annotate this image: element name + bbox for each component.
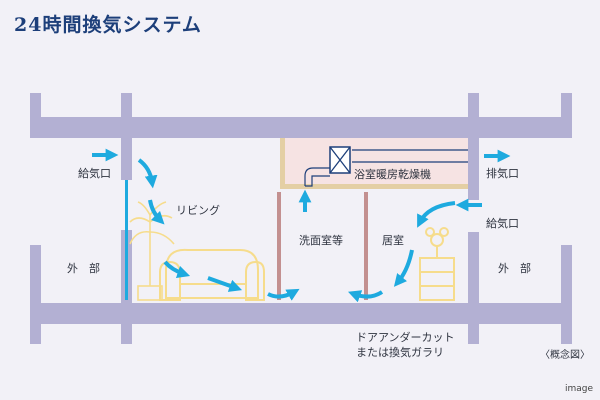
arrow-bedroom-down xyxy=(393,249,414,287)
bedroom-partition xyxy=(364,192,368,300)
arrow-undercut-washroom xyxy=(267,288,300,301)
bedroom-label: 居室 xyxy=(382,234,404,247)
arrow-living-down-1 xyxy=(137,158,158,189)
arrow-living-floor xyxy=(207,276,243,292)
caption-line-1: ドアアンダーカット xyxy=(356,331,455,344)
left-wall-base xyxy=(30,324,41,344)
inner-wall-left-top xyxy=(121,93,132,117)
arrow-bedroom-curve xyxy=(417,201,456,228)
bath-dryer-unit-cross xyxy=(329,146,351,174)
duct-space-floor-beam xyxy=(282,184,468,189)
concept-diagram-note: 〈概念図〉 xyxy=(540,350,590,361)
living-room-label: リビング xyxy=(176,204,220,217)
potted-palm xyxy=(129,201,175,301)
right-wall-base xyxy=(561,324,572,344)
floor-band xyxy=(30,303,572,324)
window-glass xyxy=(125,180,128,300)
inner-wall-left-vent-block xyxy=(121,138,132,180)
arrow-living-down-2 xyxy=(148,199,165,225)
image-credit: image xyxy=(565,384,594,394)
washroom-label: 洗面室等 xyxy=(299,234,343,247)
inner-wall-right-upper xyxy=(468,138,479,200)
right-wall-bottom xyxy=(561,245,572,303)
exhaust-duct xyxy=(304,149,468,187)
arrow-living-under-sofa xyxy=(163,260,191,279)
exhaust-vent-label: 排気口 xyxy=(486,167,519,180)
washroom-partition xyxy=(277,192,281,300)
airflow-arrows xyxy=(92,148,511,303)
supply-vent-right-label: 給気口 xyxy=(486,217,519,230)
outside-left-label: 外 部 xyxy=(67,262,100,275)
inner-wall-right-top xyxy=(468,93,479,117)
arrow-undercut-bedroom xyxy=(348,290,384,303)
inner-wall-left-base xyxy=(121,324,132,344)
diagram-title: 24時間換気システム xyxy=(14,14,202,36)
duct-space-side-beam xyxy=(280,138,285,189)
inner-wall-right-base xyxy=(468,324,479,344)
bath-dryer-label: 浴室暖房乾燥機 xyxy=(354,168,431,181)
caption-line-2: または換気ガラリ xyxy=(356,346,444,359)
door-undercut-caption: ドアアンダーカット または換気ガラリ xyxy=(356,330,455,360)
sofa xyxy=(159,248,265,301)
left-wall-top xyxy=(30,93,41,117)
side-table-with-lamp xyxy=(419,227,455,301)
ceiling-band xyxy=(30,117,572,138)
supply-vent-left-label: 給気口 xyxy=(78,167,111,180)
right-wall-top xyxy=(561,93,572,117)
left-wall-bottom xyxy=(30,245,41,303)
outside-right-label: 外 部 xyxy=(498,262,531,275)
inner-wall-right-lower xyxy=(468,232,479,303)
